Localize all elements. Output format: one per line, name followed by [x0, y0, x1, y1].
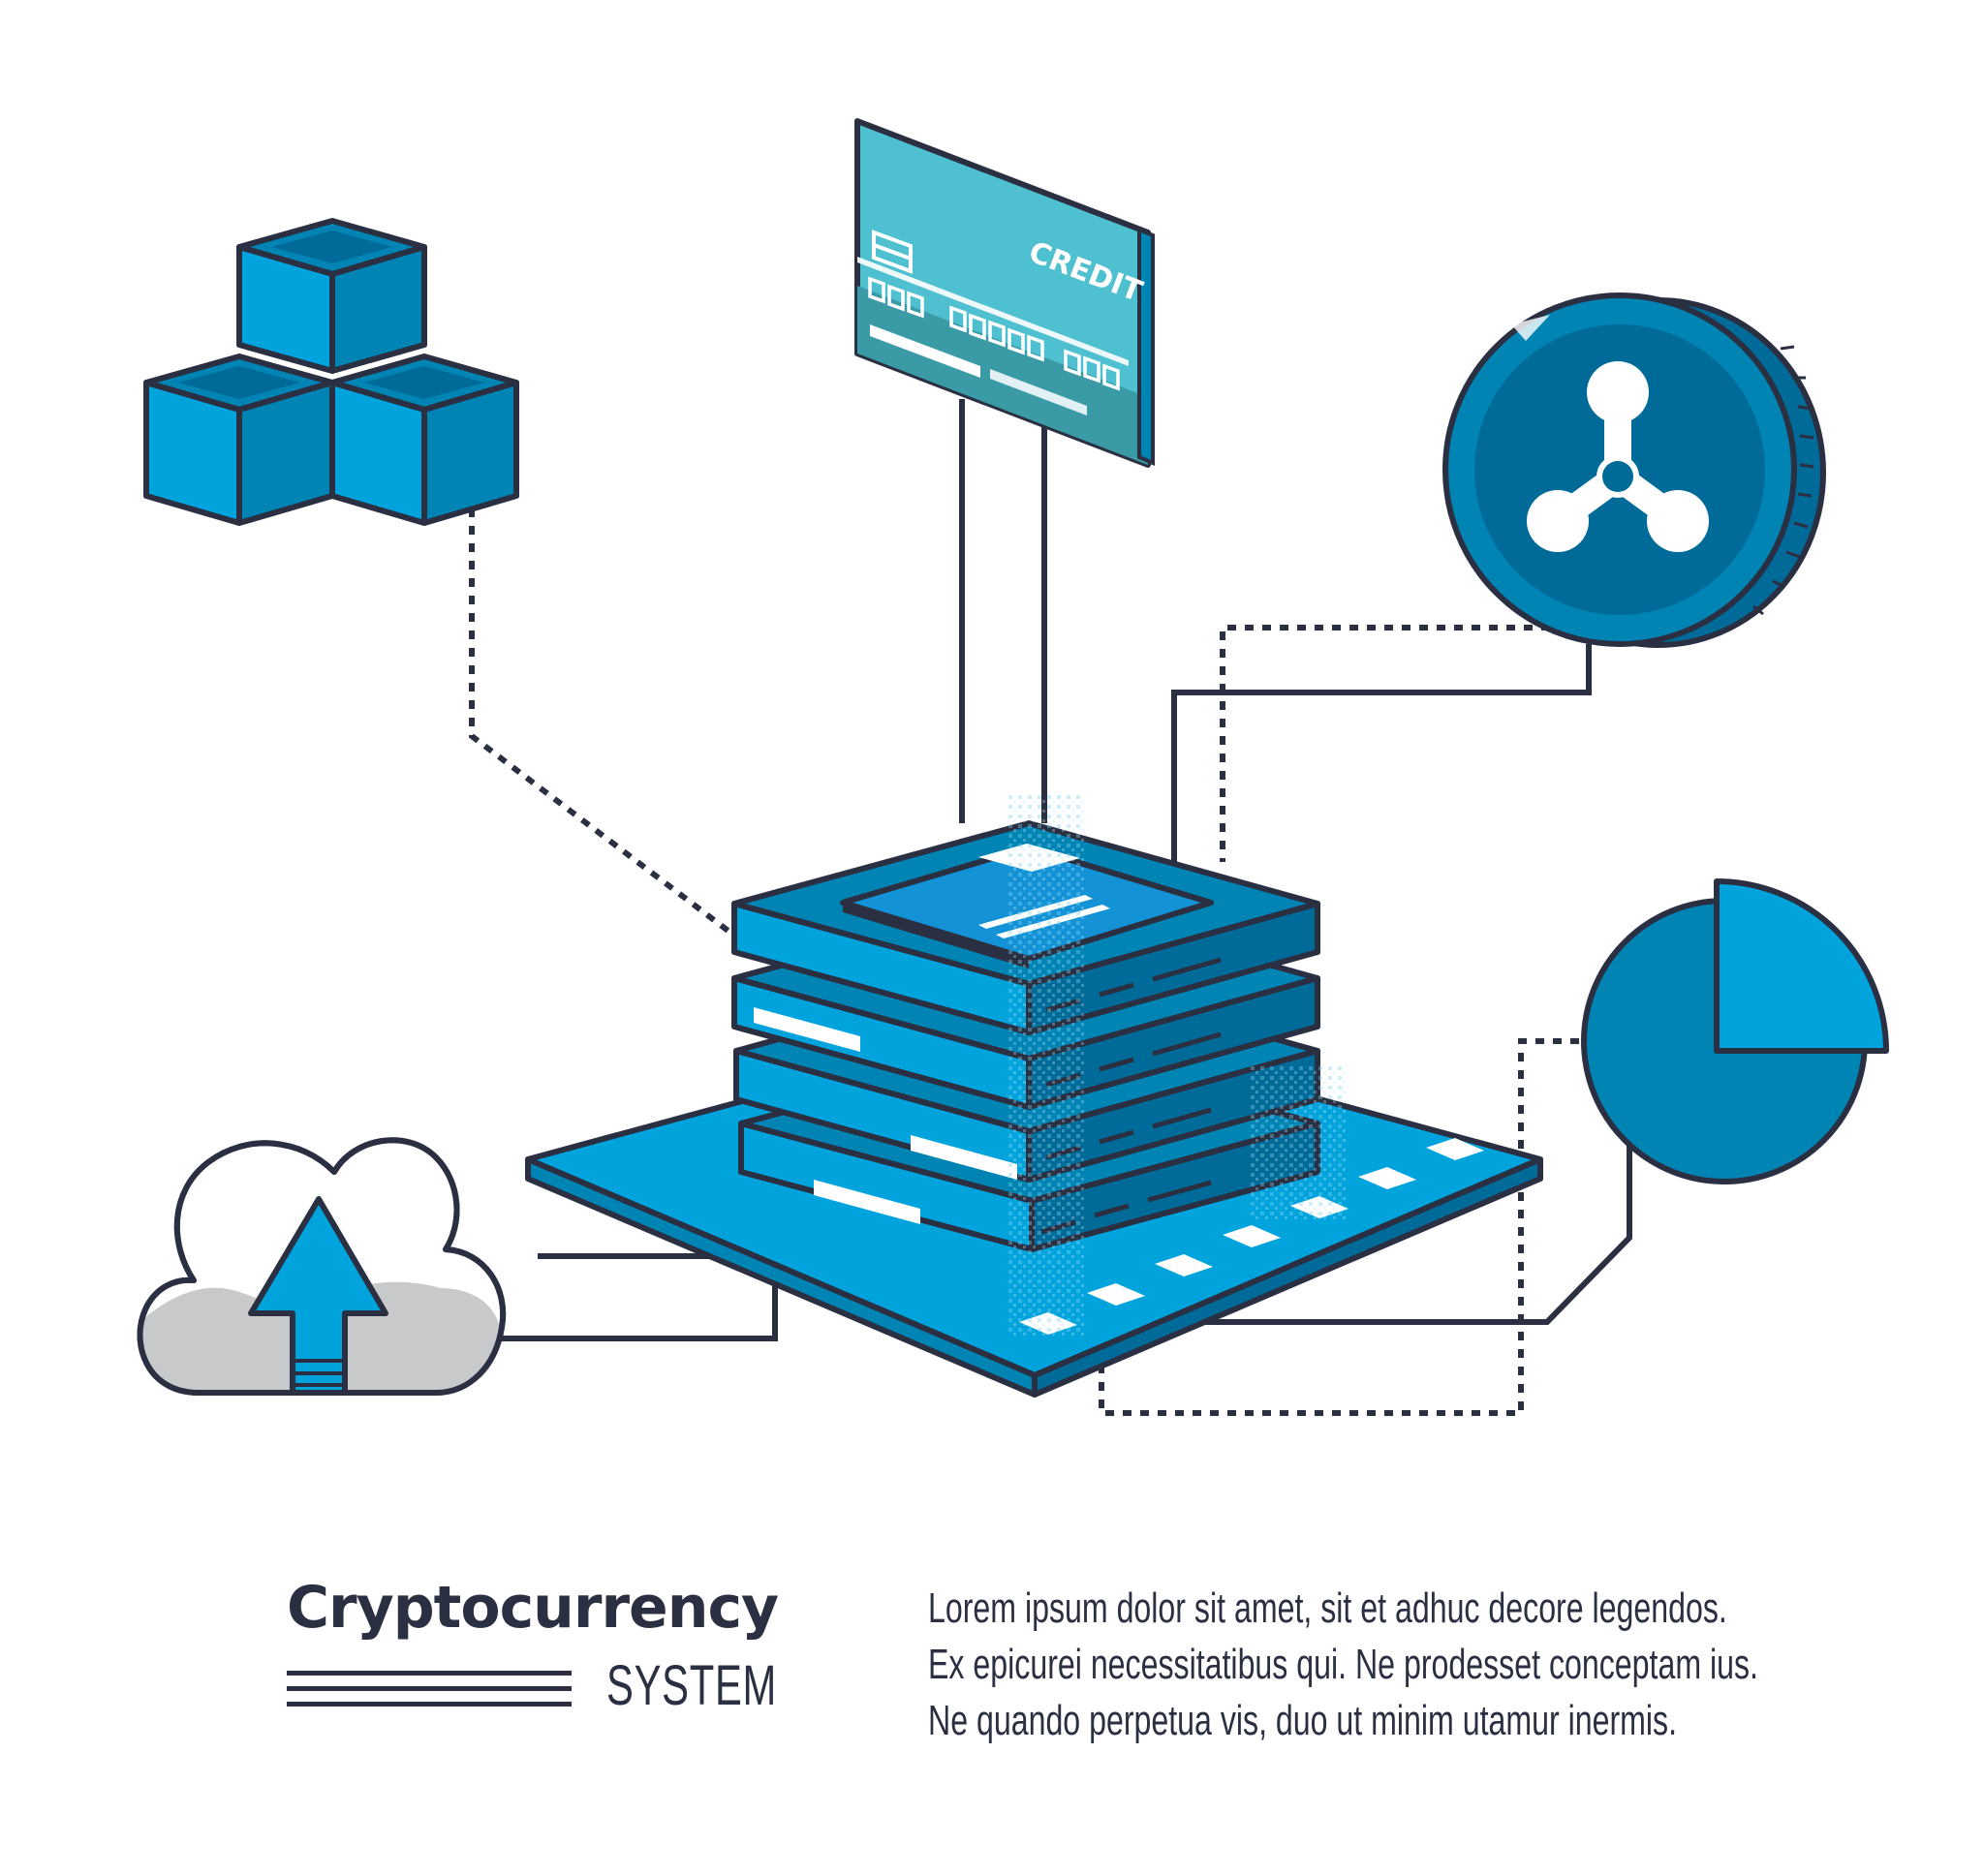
cloud-upload-icon: [137, 1137, 507, 1396]
pie-connector-solid: [1192, 1125, 1632, 1325]
coin-connector-solid: [1171, 644, 1592, 862]
pie-chart-icon: [1581, 878, 1889, 1184]
coin-connector-dotted: [1220, 625, 1550, 862]
pie-connector-dotted: [1099, 1038, 1596, 1416]
ripple-coin-icon: [1442, 292, 1826, 648]
description-line: Ex epicurei necessitatibus qui. Ne prode…: [928, 1641, 1758, 1688]
upload-arrow-icon: [248, 1196, 388, 1396]
description-line: Ne quando perpetua vis, duo ut minim uta…: [928, 1697, 1678, 1744]
blocks-icon: [143, 218, 519, 526]
title-main: Cryptocurrency: [287, 1574, 779, 1642]
title-decoration-lines: [287, 1671, 572, 1717]
credit-card-icon: CREDIT: [854, 118, 1155, 468]
cloud-connector: [489, 1283, 778, 1341]
server-glow: [1008, 794, 1347, 1337]
description-line: Lorem ipsum dolor sit amet, sit et adhuc…: [928, 1584, 1727, 1632]
description-text: Lorem ipsum dolor sit amet, sit et adhuc…: [928, 1581, 1758, 1749]
title-block: Cryptocurrency SYSTEM: [287, 1574, 868, 1717]
title-sub: SYSTEM: [606, 1654, 778, 1717]
connector-lines: [469, 399, 1632, 1416]
blocks-connector: [469, 508, 748, 947]
